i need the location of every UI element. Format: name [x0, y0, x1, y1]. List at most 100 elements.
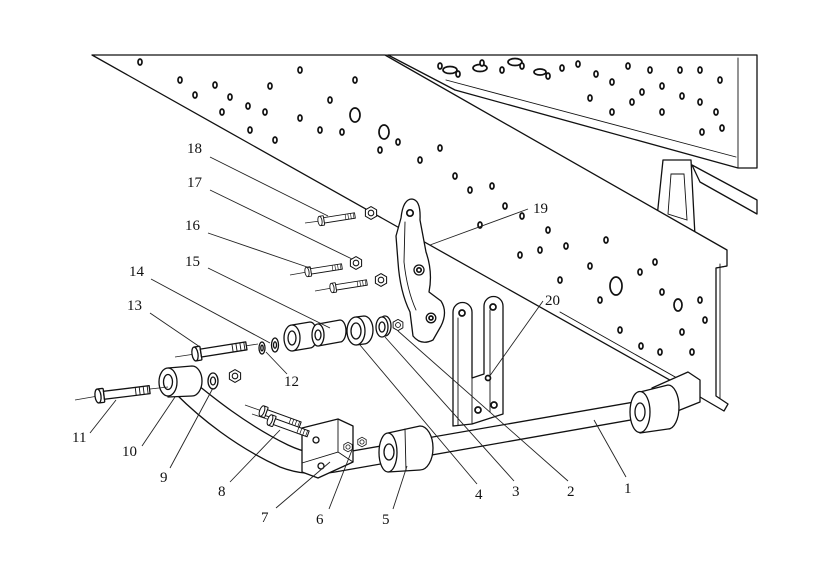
callout-label-19: 19 [533, 201, 548, 217]
mounting-hole [587, 94, 593, 102]
mounting-hole [603, 236, 609, 244]
mounting-hole [557, 276, 563, 284]
leader-line-16 [207, 232, 311, 269]
leader-line-6 [328, 449, 353, 510]
mounting-hole [227, 93, 233, 101]
mounting-hole [673, 298, 683, 312]
clamp-bolt-head [312, 436, 320, 444]
leader-line-3 [384, 336, 515, 482]
leader-line-1 [593, 419, 627, 478]
mounting-hole [659, 288, 665, 296]
mounting-hole [377, 146, 383, 154]
leader-line-14 [150, 278, 271, 344]
mounting-hole [593, 70, 599, 78]
bolt-11-axis [74, 386, 169, 401]
sleeve-15-body [317, 319, 347, 347]
sleeve-15 [311, 319, 347, 347]
mounting-hole [637, 268, 643, 276]
bracket-20-hole [489, 303, 497, 311]
mounting-hole [192, 91, 198, 99]
cross-member-holes [437, 57, 725, 136]
mounting-hole [575, 60, 581, 68]
bracket-19-foot-hole [428, 315, 434, 321]
mounting-hole [327, 96, 333, 104]
upper-bolt-axes [289, 220, 333, 292]
mounting-hole [455, 70, 461, 78]
right-end-bushing [629, 371, 701, 434]
bushing-5-split [404, 428, 407, 472]
bracket-20-edges [457, 309, 491, 426]
bar-end-eye-10 [158, 365, 203, 398]
mounting-hole [502, 202, 508, 210]
leader-line-9 [169, 387, 214, 469]
gusset-slot [667, 173, 688, 221]
leader-line-17 [209, 189, 353, 260]
nut-9 [228, 369, 242, 383]
mounting-hole [563, 242, 569, 250]
mounting-hole [609, 78, 615, 86]
mounting-hole [697, 98, 703, 106]
mounting-hole [629, 98, 635, 106]
callout-label-10: 10 [122, 444, 137, 460]
mounting-hole [137, 58, 143, 66]
mounting-hole [719, 124, 725, 132]
mounting-hole [713, 108, 719, 116]
bracket-20-outline [452, 295, 504, 427]
bracket-19 [395, 198, 446, 343]
leader-line-10 [141, 396, 176, 447]
mounting-hole [452, 172, 458, 180]
nut-2 [392, 318, 404, 332]
bracket-19-mid-hole [415, 266, 423, 274]
mounting-hole [499, 66, 505, 74]
bracket-19-edge [403, 221, 417, 311]
mounting-hole [212, 81, 218, 89]
mounting-hole [262, 108, 268, 116]
sleeve-15-bore [314, 329, 322, 341]
mounting-hole [559, 64, 565, 72]
washer-3 [375, 315, 392, 338]
bracket-20-hole [458, 309, 466, 317]
callout-label-18: 18 [187, 141, 202, 157]
mounting-hole [639, 88, 645, 96]
mounting-hole [395, 138, 401, 146]
mounting-hole [297, 66, 303, 74]
washer-3-bore [378, 321, 386, 333]
leader-line-11 [89, 399, 117, 434]
callout-label-9: 9 [160, 470, 168, 486]
leader-line-13 [149, 312, 201, 348]
mounting-hole [437, 62, 443, 70]
washer-9-inner [209, 376, 217, 386]
leader-line-4 [359, 344, 478, 485]
mounting-hole [659, 108, 665, 116]
mounting-hole [638, 342, 644, 350]
nut-lower-row [374, 273, 388, 287]
callout-label-7: 7 [261, 510, 269, 526]
bushing-5-bore [383, 443, 395, 461]
mounting-hole [467, 186, 473, 194]
mounting-hole [442, 65, 458, 75]
leader-line-5 [392, 465, 408, 510]
leader-line-7 [275, 461, 331, 509]
mounting-hole [597, 296, 603, 304]
cross-member-lower-flange [691, 164, 758, 215]
callout-label-6: 6 [316, 512, 324, 528]
leader-lines [89, 156, 627, 510]
nut-6 [343, 441, 353, 453]
callout-label-2: 2 [567, 484, 575, 500]
mounting-hole [679, 92, 685, 100]
mounting-hole [697, 296, 703, 304]
mounting-hole [652, 258, 658, 266]
mounting-hole [617, 326, 623, 334]
washer-inner [260, 344, 264, 352]
leader-line-20 [488, 300, 544, 378]
callout-label-5: 5 [382, 512, 390, 528]
leader-line-8 [229, 429, 281, 483]
clamp-bolt-head [317, 462, 325, 470]
bracket-20-hole [490, 401, 498, 409]
mounting-hole [378, 124, 390, 140]
mounting-hole [272, 136, 278, 144]
mounting-hole [339, 128, 345, 136]
ring-4 [346, 315, 374, 346]
mounting-hole [519, 212, 525, 220]
